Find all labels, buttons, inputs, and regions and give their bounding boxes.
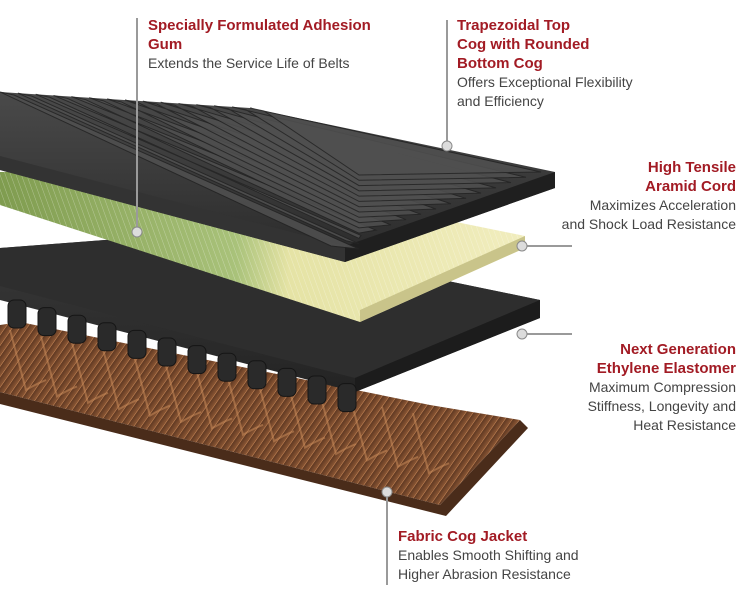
leader-dots (131, 140, 528, 498)
bottom-cog-tooth (187, 345, 207, 375)
bottom-cog-tooth (7, 299, 27, 329)
label-adhesion-gum: Specially Formulated Adhesion Gum Extend… (148, 16, 371, 73)
bottom-cog-tooth (37, 307, 57, 337)
fabric-ridge (164, 361, 202, 424)
bottom-cog-tooth (67, 314, 87, 344)
top-cog-ridge (0, 91, 360, 250)
leader-lines (136, 18, 572, 585)
label-adhesion-gum-desc: Extends the Service Life of Belts (148, 55, 350, 71)
bottom-cog-tooth (337, 383, 357, 413)
label-elastomer-desc: Maximum Compression Stiffness, Longevity… (587, 379, 736, 433)
fabric-cog-jacket-layer (0, 322, 528, 516)
label-top-cog-desc: Offers Exceptional Flexibility and Effic… (457, 74, 633, 109)
label-cog-jacket-title: Fabric Cog Jacket (398, 528, 528, 545)
bottom-cog-tooth (157, 337, 177, 367)
top-cog-layer (0, 91, 555, 262)
label-top-cog: Trapezoidal Top Cog with Rounded Bottom … (457, 16, 633, 111)
label-cog-jacket: Fabric Cog Jacket Enables Smooth Shiftin… (398, 527, 579, 584)
bottom-cog-tooth (307, 375, 327, 405)
fabric-ridge (71, 342, 109, 405)
top-cog-ridge (35, 93, 362, 240)
top-cog-ridge (249, 107, 542, 176)
top-cog-ridge (17, 92, 360, 245)
fabric-ridge (9, 329, 47, 392)
bottom-cog-tooth (97, 322, 117, 352)
label-top-cog-title: Trapezoidal Top Cog with Rounded Bottom … (457, 17, 590, 72)
bottom-cog-tooth (217, 352, 237, 382)
elastomer-layer (0, 232, 540, 413)
label-elastomer-title: Next Generation Ethylene Elastomer (596, 341, 736, 377)
label-adhesion-gum-title: Specially Formulated Adhesion Gum (148, 17, 371, 53)
fabric-ridge (412, 412, 450, 475)
bottom-cog-tooth (277, 367, 297, 397)
fabric-ridge (257, 380, 295, 443)
fabric-ridge (319, 393, 357, 456)
label-cog-jacket-desc: Enables Smooth Shifting and Higher Abras… (398, 547, 579, 582)
fabric-ridge (102, 348, 140, 411)
aramid-cord-layer (0, 168, 525, 322)
fabric-ridge (40, 336, 78, 398)
fabric-ridge (226, 374, 264, 437)
bottom-cog-tooth (247, 360, 267, 390)
label-aramid-cord: High Tensile Aramid Cord Maximizes Accel… (562, 158, 736, 234)
fabric-ridge (381, 406, 419, 469)
label-aramid-cord-desc: Maximizes Acceleration and Shock Load Re… (561, 197, 736, 232)
fabric-ridge (350, 400, 388, 462)
fabric-ridge (133, 355, 171, 418)
label-elastomer: Next Generation Ethylene Elastomer Maxim… (588, 340, 736, 435)
fabric-ridge (195, 368, 233, 430)
fabric-ridge (288, 387, 326, 450)
label-aramid-cord-title: High Tensile Aramid Cord (645, 159, 736, 195)
bottom-cog-tooth (127, 329, 147, 359)
